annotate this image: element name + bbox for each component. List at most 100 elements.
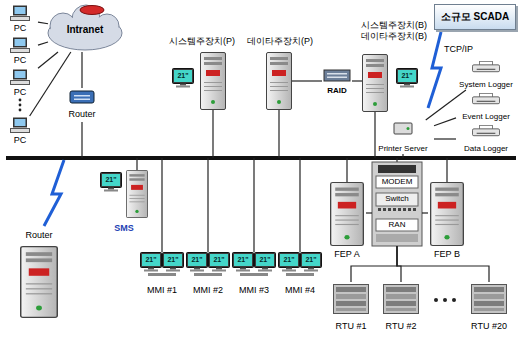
wireless-bolt <box>428 32 441 108</box>
network-link <box>316 80 322 81</box>
device-label: RTU #20 <box>471 321 507 332</box>
keyboard <box>194 273 222 276</box>
router-detail <box>74 99 90 101</box>
network-link <box>397 246 489 282</box>
bus-drop <box>278 110 279 158</box>
device-label: Printer Server <box>378 144 427 154</box>
bus-drop <box>374 112 375 158</box>
monitor-size: 21" <box>302 254 320 266</box>
device-label: Event Logger <box>462 112 510 122</box>
bus-drop <box>402 154 403 158</box>
raid-wire <box>292 80 316 81</box>
monitor-icon <box>301 253 322 272</box>
printer-icon <box>472 93 499 103</box>
monitor-size: 21" <box>280 254 298 266</box>
system-title-box: 소규모 SCADA <box>434 4 516 30</box>
bus-drop <box>446 158 447 182</box>
globe-logo <box>80 6 104 15</box>
status-led <box>407 127 410 130</box>
pc-terminal: PC <box>2 68 38 98</box>
raid-icon <box>324 70 350 81</box>
device-label: MMI #4 <box>285 285 315 296</box>
pc-terminal: PC <box>2 4 38 34</box>
bus-drops <box>82 81 447 252</box>
ellipsis-dot <box>19 99 22 102</box>
raid-wire <box>358 80 362 81</box>
rtu-icon <box>334 285 369 314</box>
device-label: FEP A <box>334 249 359 260</box>
pc-icon <box>11 118 30 133</box>
rack-panel <box>376 219 418 231</box>
device-label: PC <box>14 23 27 34</box>
device-label: RAID <box>327 86 347 96</box>
logger-printer: System Logger <box>456 60 516 90</box>
monitor-size: 21" <box>256 254 274 266</box>
ellipsis-dot <box>19 104 22 107</box>
rack-device <box>378 165 416 173</box>
device-label: PC <box>14 55 27 66</box>
monitor-size: 21" <box>210 254 228 266</box>
main-server: 시스템주장치(P) <box>166 36 238 118</box>
device-label: RTU #2 <box>386 321 417 332</box>
monitor-icon <box>233 253 254 272</box>
device-label: 데이타주장치(B) <box>361 31 427 42</box>
fep-server: FEP A <box>328 180 366 260</box>
network-link <box>38 42 48 45</box>
ellipsis-dot <box>434 298 438 302</box>
device-label: MMI #3 <box>239 285 269 296</box>
print-server: Printer Server <box>372 120 434 154</box>
rack-panel <box>376 193 418 206</box>
device-label: Intranet <box>67 24 104 37</box>
device-label: Router <box>68 109 95 120</box>
device-label: MODEM <box>382 177 413 187</box>
bus-drop <box>253 158 254 252</box>
network-link <box>352 80 358 81</box>
rtu-unit: RTU #20 <box>468 282 510 332</box>
port <box>403 208 406 211</box>
monitor-icon <box>141 253 162 272</box>
fep-server: FEP B <box>428 180 466 260</box>
device-label: PC <box>14 87 27 98</box>
rack-body <box>372 162 422 246</box>
network-link <box>434 118 456 126</box>
pc-icon <box>11 6 30 21</box>
keyboard <box>286 273 314 276</box>
bus-drop <box>212 110 213 158</box>
rtu-unit: RTU #2 <box>380 282 422 332</box>
device-label: Data Logger <box>464 144 508 154</box>
router-icon <box>70 91 94 103</box>
network-link <box>366 212 372 213</box>
raid-detail <box>327 73 347 75</box>
cloud-shape <box>48 5 122 50</box>
protocol-label: TCP/IP <box>444 44 473 55</box>
monitor-size: 21" <box>102 174 120 186</box>
rtu-icon <box>472 285 507 314</box>
device-label: 소규모 SCADA <box>441 11 509 24</box>
network-link <box>426 90 466 120</box>
ellipsis-dot <box>452 298 456 302</box>
printer-icon <box>472 61 499 71</box>
monitor-size: 21" <box>142 254 160 266</box>
monitor-icon <box>255 253 276 272</box>
device-label: PC <box>14 135 27 146</box>
logger-printer: Data Logger <box>456 124 516 154</box>
monitor-icon <box>101 173 122 192</box>
bus-drop <box>396 158 397 162</box>
switch-ports <box>378 208 416 211</box>
port <box>398 208 401 211</box>
port <box>388 208 391 211</box>
backup-server: 시스템주장치(B)데이타주장치(B) <box>358 20 430 118</box>
router-detail <box>74 95 90 97</box>
fep-tower <box>431 183 464 246</box>
device-label: 시스템주장치(B) <box>361 20 427 31</box>
device-label: System Logger <box>459 80 513 90</box>
server-tower <box>201 53 226 110</box>
bus-drop <box>299 158 300 252</box>
device-label: Switch <box>385 194 409 204</box>
monitor-icon <box>279 253 300 272</box>
raid-detail <box>327 77 347 79</box>
keyboard <box>240 273 268 276</box>
device-label: 시스템주장치(P) <box>169 36 235 47</box>
router: Router <box>10 230 68 322</box>
monitor-size: 21" <box>174 70 192 82</box>
